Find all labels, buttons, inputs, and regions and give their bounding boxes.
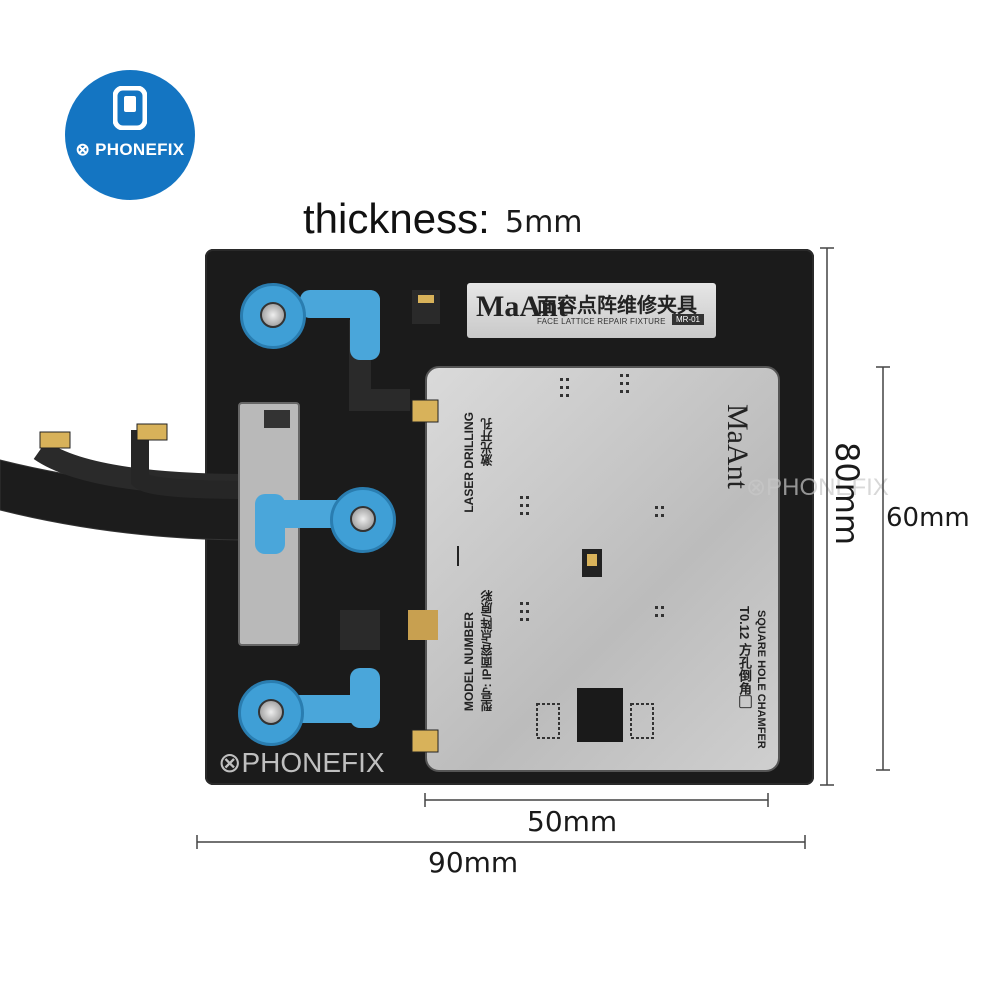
dimension-80mm: 80mm: [828, 442, 866, 546]
watermark: ⊗PHONEFIX: [218, 746, 385, 779]
dimension-90mm: 90mm: [428, 846, 519, 879]
clamp-tab-middle[interactable]: [255, 494, 285, 554]
clamp-tab-bottom[interactable]: [350, 668, 380, 728]
screw-icon: [350, 506, 376, 532]
x-circle-icon: ⊗: [746, 474, 767, 501]
thickness-value: 5mm: [505, 205, 583, 240]
screw-icon: [260, 302, 286, 328]
watermark-text: PHONEFIX: [241, 747, 385, 778]
chamfer-cn: T0.12 方孔倒角▢: [737, 606, 752, 708]
phone-icon: [113, 86, 147, 130]
dimension-50mm: 50mm: [527, 805, 618, 838]
sticker-model: MR-01: [672, 314, 705, 325]
phonefix-logo: ⊗ PHONEFIX: [65, 70, 195, 200]
clamp-tab-top[interactable]: [350, 290, 380, 360]
x-circle-icon: ⊗: [218, 747, 242, 778]
plate-brand: MaAnt: [721, 404, 754, 489]
dimension-60mm: 60mm: [886, 503, 970, 533]
plate-hole-pattern: [457, 374, 664, 742]
fixture-sticker: [467, 283, 716, 338]
sticker-title: 面容点阵维修夹具: [537, 295, 697, 317]
thickness-label: thickness:: [303, 195, 490, 242]
logo-brand-text: PHONEFIX: [95, 140, 185, 159]
screw-icon: [258, 699, 284, 725]
flex-cables: [0, 290, 440, 753]
sensor-icon: [264, 410, 290, 428]
sticker-subtitle: FACE LATTICE REPAIR FIXTURE: [537, 317, 666, 326]
logo-brand: ⊗ PHONEFIX: [65, 140, 195, 160]
chamfer-label: SQUARE HOLE CHAMFER: [755, 610, 767, 749]
sticker-brand: MaAnt: [476, 290, 568, 323]
x-circle-icon: ⊗: [75, 140, 96, 159]
